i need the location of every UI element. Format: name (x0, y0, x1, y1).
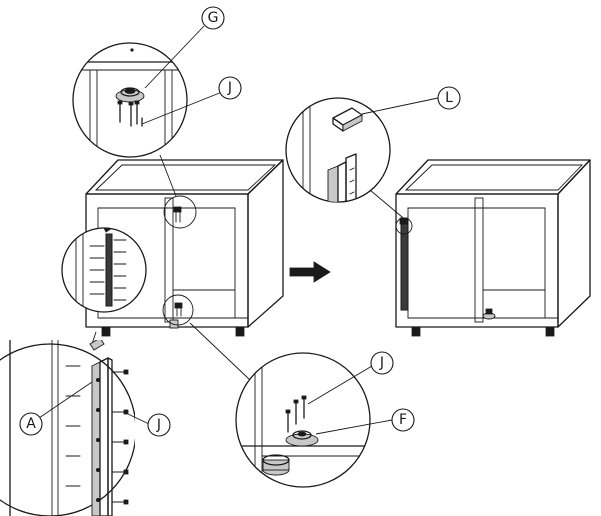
callout-l-label: L (445, 90, 453, 106)
detail-ring-top (163, 195, 197, 229)
callout-j-bottom-label: J (379, 355, 384, 371)
top-fitting (173, 206, 182, 223)
callout-l: L (437, 86, 461, 110)
callout-f: F (391, 408, 415, 432)
right-arrow-icon (289, 261, 331, 283)
callout-f-label: F (399, 412, 407, 428)
callout-a: A (19, 412, 43, 436)
detail-ring-bottom (162, 294, 194, 326)
detail-lens-l (285, 97, 391, 203)
callout-j-bottom: J (370, 351, 394, 375)
detail-lens-bottom (235, 352, 371, 488)
callout-j-left: J (147, 413, 171, 437)
callout-j-top: J (218, 76, 242, 100)
callout-a-label: A (26, 416, 36, 432)
callout-g: G (201, 6, 225, 30)
detail-lens-top (72, 42, 188, 158)
bottom-fitting (174, 302, 183, 317)
detail-lens-big-left (0, 340, 135, 516)
callout-j-left-label: J (156, 417, 161, 433)
detail-lens-left (61, 227, 147, 313)
callout-j-top-label: J (227, 80, 232, 96)
callout-g-label: G (208, 10, 219, 26)
cabinet-right (395, 159, 591, 337)
